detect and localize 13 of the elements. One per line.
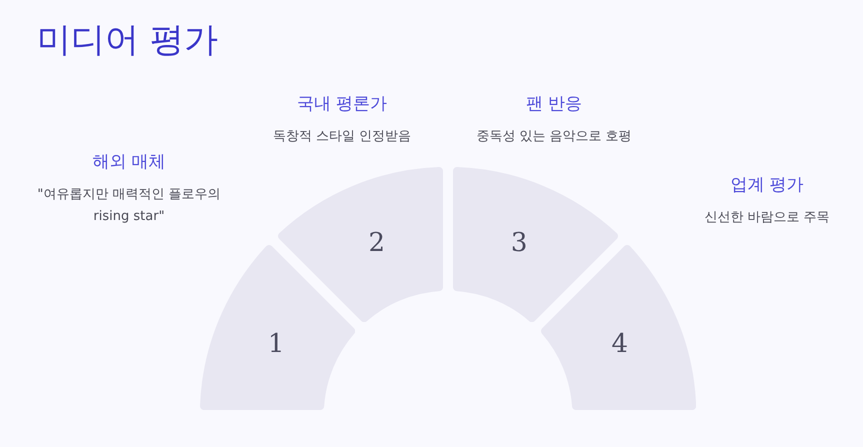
segment-heading: 업계 평가 bbox=[729, 174, 805, 197]
segment-heading: 해외 매체 bbox=[91, 151, 167, 174]
segment-description: "여유롭지만 매력적인 플로우의 rising star" bbox=[36, 186, 222, 226]
segment-heading: 팬 반응 bbox=[524, 93, 584, 116]
segment-description: 독창적 스타일 인정받음 bbox=[272, 128, 412, 146]
segment-heading: 국내 평론가 bbox=[296, 93, 388, 116]
title: 미디어 평가 bbox=[37, 19, 218, 61]
segment-number: 3 bbox=[510, 228, 528, 258]
segment-number: 4 bbox=[612, 328, 628, 359]
segment-number: 1 bbox=[268, 328, 284, 359]
segment-number: 2 bbox=[368, 228, 386, 258]
segment-description: 중독성 있는 음악으로 호평 bbox=[475, 128, 633, 146]
segment-description: 신선한 바람으로 주목 bbox=[703, 209, 831, 227]
